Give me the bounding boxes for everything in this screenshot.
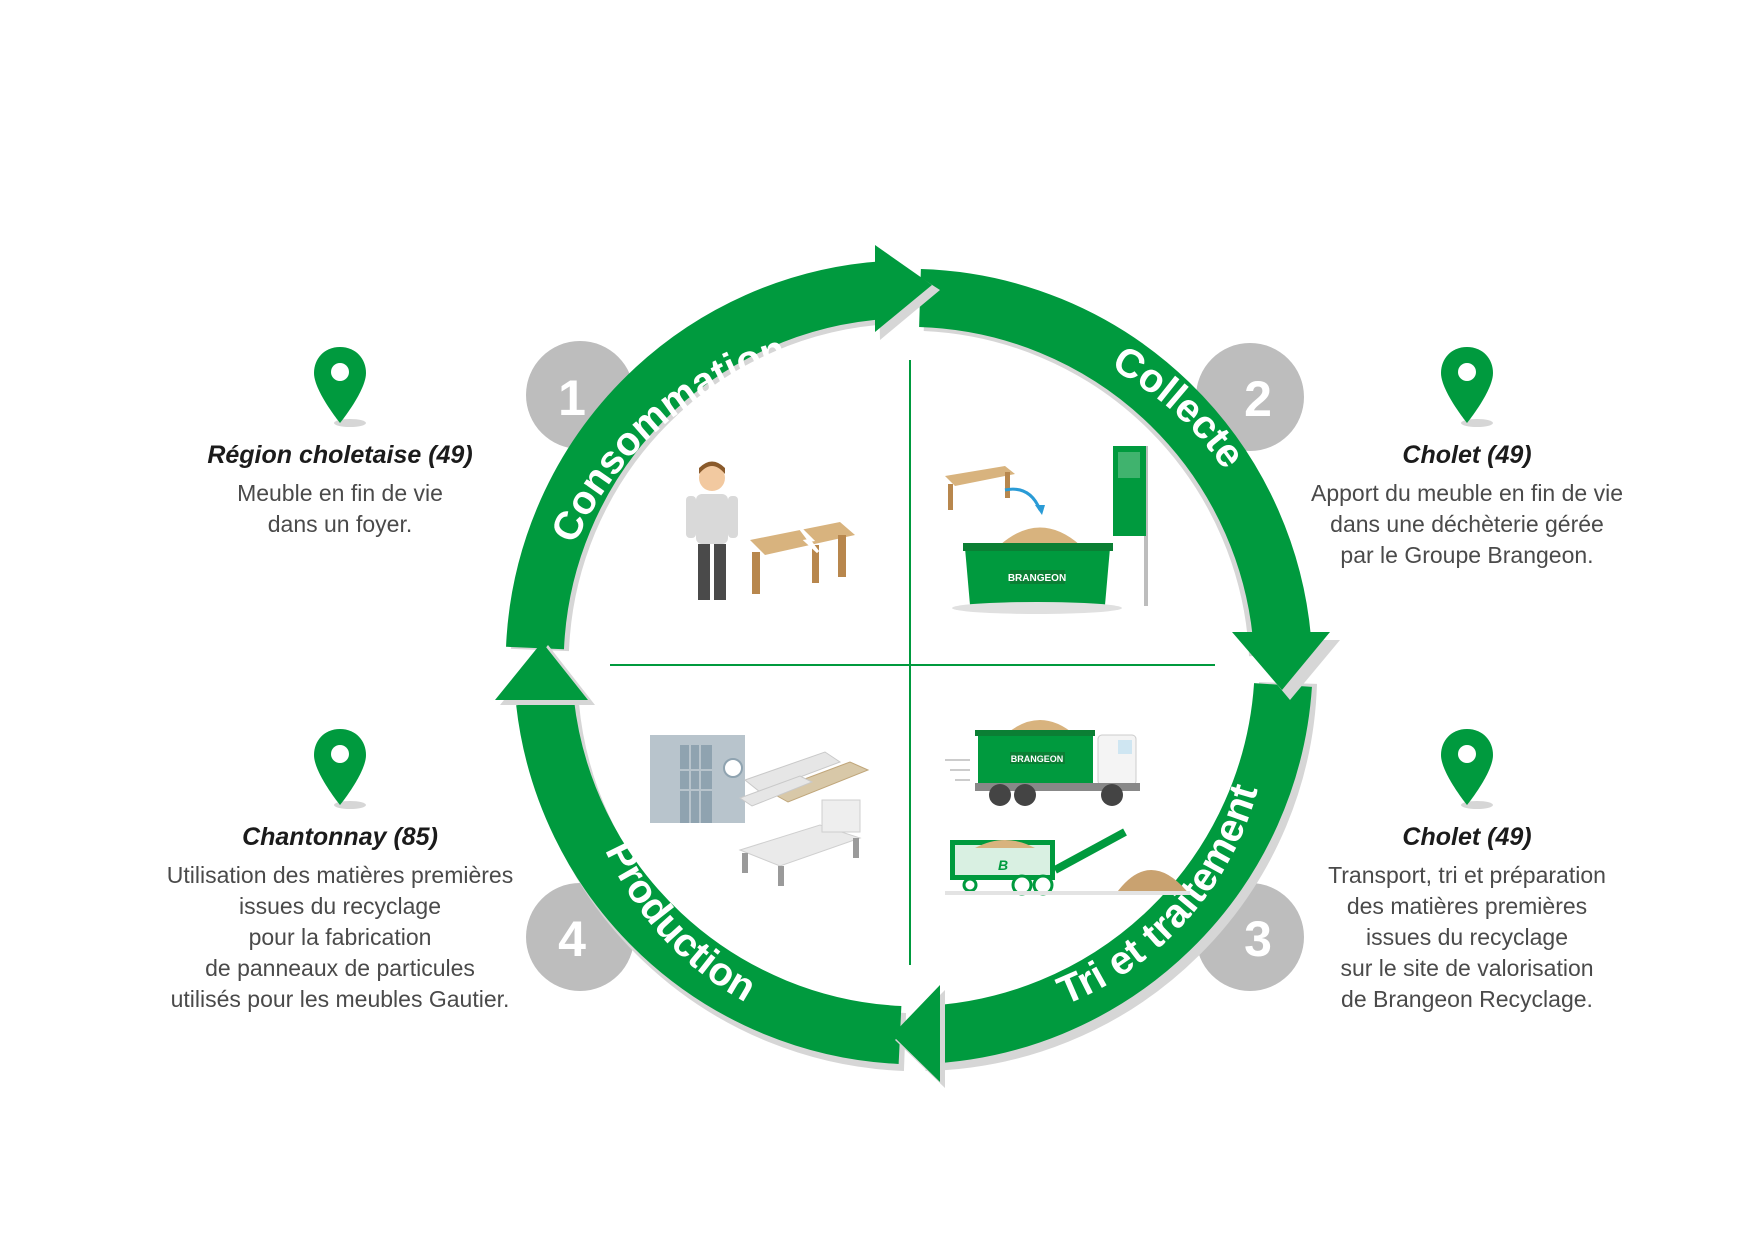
location-title-1: Région choletaise (49) (207, 441, 473, 469)
arrow-head-1 (875, 245, 932, 332)
arrow-head-4 (495, 642, 588, 700)
arrow-head-2 (1232, 632, 1330, 690)
location-pin-icon (1441, 347, 1493, 427)
step-number-4: 4 (558, 911, 586, 967)
arc-production (516, 698, 902, 1064)
location-info-2: Cholet (49) Apport du meuble en fin de v… (1277, 345, 1657, 571)
location-description-3: Transport, tri et préparation des matièr… (1328, 862, 1606, 1012)
factory-panels-bed-illustration (650, 735, 870, 886)
arrow-head-3 (892, 985, 940, 1082)
step-number-1: 1 (558, 370, 586, 426)
location-pin-icon (1441, 729, 1493, 809)
location-info-4: Chantonnay (85) Utilisation des matières… (150, 727, 530, 1015)
collection-container-illustration: BRANGEON (945, 446, 1148, 614)
location-description-4: Utilisation des matières premières issue… (166, 862, 514, 1012)
trailer-logo-text: B (998, 857, 1008, 873)
location-title-4: Chantonnay (85) (242, 823, 438, 851)
location-pin-icon (314, 347, 366, 427)
location-info-3: Cholet (49) Transport, tri et préparatio… (1277, 727, 1657, 1015)
step-number-3: 3 (1244, 911, 1272, 967)
arc-consommation (506, 261, 888, 650)
truck-brand-text: BRANGEON (1011, 754, 1064, 764)
location-info-1: Région choletaise (49) Meuble en fin de … (150, 345, 530, 540)
arc-tri (920, 683, 1312, 1064)
location-pin-icon (314, 729, 366, 809)
step-number-2: 2 (1244, 371, 1272, 427)
person-with-table-illustration (686, 461, 855, 600)
truck-and-shredder-illustration: BRANGEON B (945, 720, 1190, 896)
location-description-2: Apport du meuble en fin de vie dans une … (1311, 480, 1623, 568)
container-brand-text: BRANGEON (1008, 573, 1066, 584)
arc-collecte (919, 269, 1312, 654)
location-title-3: Cholet (49) (1402, 823, 1532, 851)
cycle-arrows (495, 245, 1340, 1088)
location-description-1: Meuble en fin de vie dans un foyer. (237, 480, 443, 537)
location-title-2: Cholet (49) (1402, 441, 1532, 469)
